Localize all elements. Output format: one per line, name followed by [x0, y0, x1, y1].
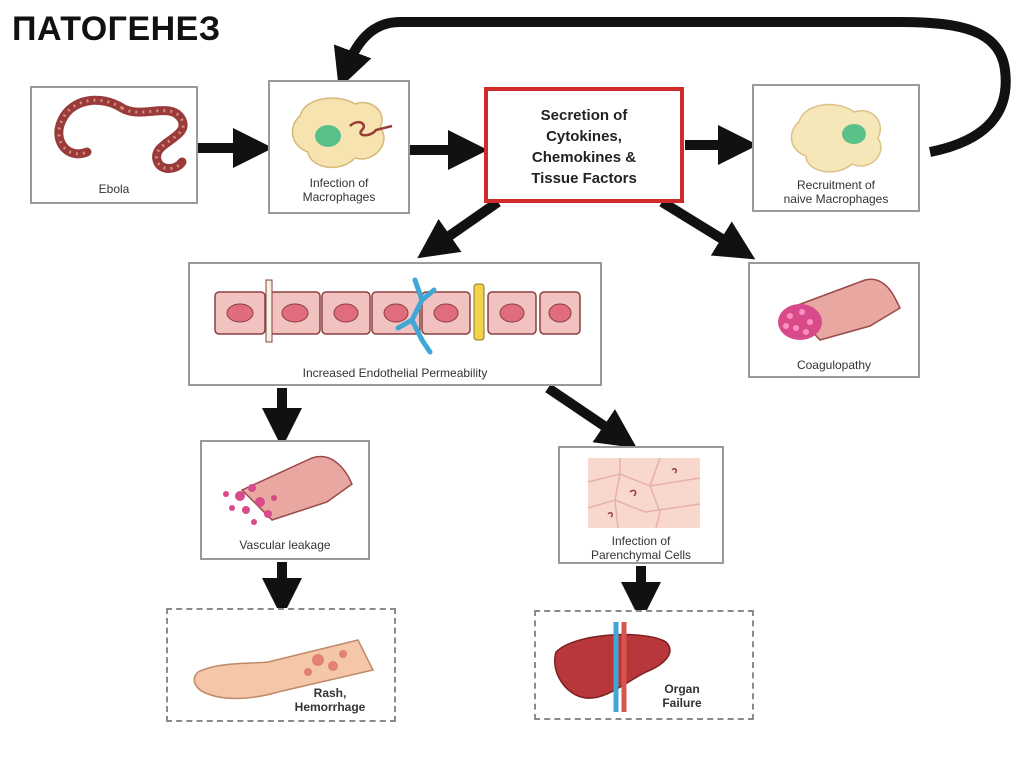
naive-macrophage-icon	[790, 103, 882, 173]
feedback-loop-arrow	[333, 17, 1011, 157]
coagulopathy-label: Coagulopathy	[796, 358, 872, 372]
liver-icon	[554, 622, 671, 712]
recruitment-label: Recruitment of naive Macrophages	[783, 178, 889, 206]
permeability-label: Increased Endothelial Permeability	[302, 366, 488, 380]
macrophage-icon	[291, 97, 393, 169]
parenchymal-node: Infection of Parenchymal Cells	[558, 446, 724, 564]
recruitment-node: Recruitment of naive Macrophages	[752, 84, 920, 212]
vascular-leakage-label: Vascular leakage	[239, 538, 331, 552]
arrow-secretion-to-coagulopathy	[659, 197, 756, 260]
infection-macrophages-label: Infection of Macrophages	[302, 176, 376, 204]
ebola-node: Ebola	[30, 86, 198, 204]
arm-rash-icon	[193, 639, 375, 700]
parenchymal-label: Infection of Parenchymal Cells	[590, 534, 692, 562]
arrow-secretion-to-permeability	[417, 197, 501, 259]
arrow-permeability-to-parenchymal	[545, 383, 637, 449]
leaking-vessel-icon	[223, 455, 353, 525]
rash-label: Rash, Hemorrhage	[294, 686, 366, 714]
ebola-label: Ebola	[98, 182, 130, 196]
vessel-clot-icon	[778, 278, 901, 341]
permeability-node: Increased Endothelial Permeability	[188, 262, 602, 386]
endothelium-icon	[214, 277, 581, 355]
organ-label: Organ Failure	[662, 682, 702, 710]
ebola-virus-icon	[54, 95, 188, 173]
coagulopathy-node: Coagulopathy	[748, 262, 920, 378]
secretion-label: Secretion of Cytokines, Chemokines & Tis…	[531, 107, 637, 187]
vascular-leakage-node: Vascular leakage	[200, 440, 370, 560]
secretion-node: Secretion of Cytokines, Chemokines & Tis…	[484, 87, 684, 203]
rash-node: Rash, Hemorrhage	[166, 608, 396, 722]
parenchymal-cells-icon	[587, 457, 701, 529]
organ-node: Organ Failure	[534, 610, 754, 720]
slide-title: ПАТОГЕНЕЗ	[12, 10, 221, 48]
infection-macrophages-node: Infection of Macrophages	[268, 80, 410, 214]
